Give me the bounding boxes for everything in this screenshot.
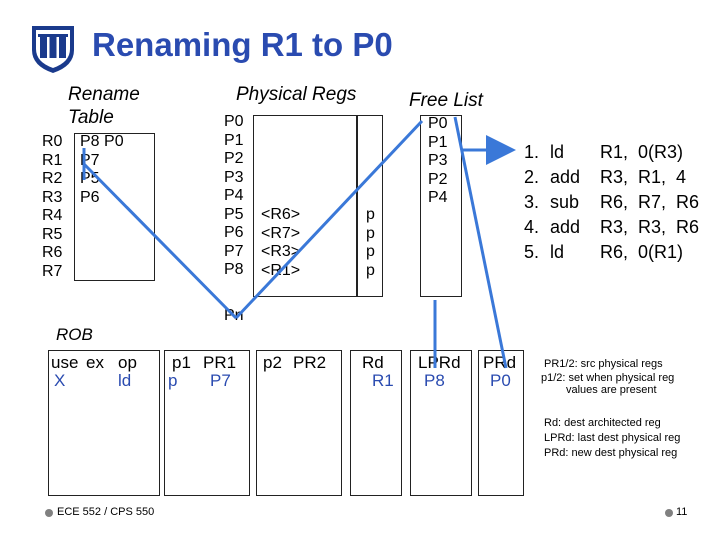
rename-entry: P8 P0 bbox=[80, 133, 124, 150]
rob-header-p2: p2 bbox=[263, 353, 282, 372]
free-list-entry: P3 bbox=[428, 152, 448, 169]
rob-header-use: use bbox=[51, 353, 79, 372]
arch-reg-label: R7 bbox=[42, 262, 63, 280]
note-p12: p1/2: set when physical reg bbox=[541, 372, 675, 384]
physical-reg-values: <R6> <R7> <R3> <R1> bbox=[261, 206, 300, 280]
present-bit: p bbox=[366, 243, 375, 260]
note-prd: PRd: new dest physical reg bbox=[544, 447, 678, 459]
rename-table-box bbox=[74, 133, 155, 281]
free-list-box bbox=[420, 115, 462, 297]
phys-reg-label: P5 bbox=[224, 205, 244, 223]
free-list-heading: Free List bbox=[409, 90, 483, 111]
note-p12-cont: values are present bbox=[566, 384, 657, 396]
physical-reg-names: P0 P1 P2 P3 P4 P5 P6 P7 P8 bbox=[224, 113, 244, 280]
rob-header-op: op bbox=[118, 353, 137, 372]
rob-header-rd: Rd bbox=[362, 353, 384, 372]
slide-title: Renaming R1 to P0 bbox=[92, 26, 393, 63]
rob-header-prd: PRd bbox=[483, 353, 517, 372]
note-lprd: LPRd: last dest physical reg bbox=[544, 432, 681, 444]
phys-reg-value: <R3> bbox=[261, 243, 301, 260]
rob-entry-use: X bbox=[54, 371, 66, 390]
present-bit: p bbox=[366, 261, 375, 279]
rename-table-heading-2: Table bbox=[68, 107, 114, 128]
phys-reg-label: P2 bbox=[224, 150, 244, 167]
arch-reg-label: R4 bbox=[42, 207, 63, 224]
rob-lprd-column bbox=[410, 350, 472, 496]
phys-reg-value: <R7> bbox=[261, 224, 301, 242]
pn-to-rename-arrow bbox=[82, 162, 238, 320]
free-list-entry: P1 bbox=[428, 133, 448, 151]
phys-reg-label: P4 bbox=[224, 187, 244, 204]
rob-entry-lprd: P8 bbox=[424, 371, 445, 390]
rob-entry-prd: P0 bbox=[490, 371, 511, 390]
footer-bullet-icon bbox=[45, 509, 53, 517]
free-list-entry: P2 bbox=[428, 170, 448, 188]
rename-entry: P6 bbox=[80, 188, 100, 206]
rob-op-column bbox=[48, 350, 160, 496]
rename-table-heading-1: Rename bbox=[68, 84, 140, 105]
rob-header-pr2: PR2 bbox=[293, 353, 327, 372]
note-rd: Rd: dest architected reg bbox=[544, 417, 661, 429]
physical-regs-present-box bbox=[357, 115, 383, 297]
free-list-entries: P0 P1 P3 P2 P4 bbox=[428, 115, 448, 208]
note-pr12: PR1/2: src physical regs bbox=[544, 358, 663, 370]
phys-reg-label: P1 bbox=[224, 131, 244, 149]
rob-header-lprd: LPRd bbox=[418, 353, 461, 372]
rob-src2-column bbox=[256, 350, 342, 496]
phys-reg-label: P3 bbox=[224, 168, 244, 186]
physical-regs-heading: Physical Regs bbox=[236, 84, 357, 105]
pn-to-free-list-arrow bbox=[234, 119, 424, 320]
arch-reg-label: R2 bbox=[42, 170, 63, 187]
arch-reg-label: R3 bbox=[42, 188, 63, 206]
arch-reg-label: R0 bbox=[42, 133, 63, 150]
arch-reg-label: R6 bbox=[42, 244, 63, 261]
footer-course: ECE 552 / CPS 550 bbox=[57, 506, 155, 518]
rob-src1-column bbox=[164, 350, 250, 496]
rename-table-reg-labels: R0 R1 R2 R3 R4 R5 R6 R7 bbox=[42, 133, 62, 281]
present-bit: p bbox=[366, 206, 375, 223]
page-number-bullet-icon bbox=[665, 509, 673, 517]
university-shield-logo bbox=[30, 24, 76, 74]
phys-reg-label: P8 bbox=[224, 261, 244, 278]
free-list-entry: P4 bbox=[428, 189, 448, 206]
arch-reg-label: R1 bbox=[42, 151, 63, 169]
phys-reg-label: P6 bbox=[224, 224, 244, 241]
rob-rd-column bbox=[350, 350, 402, 496]
physical-regs-value-box bbox=[253, 115, 357, 297]
rob-entry-op: ld bbox=[118, 371, 132, 390]
phys-reg-label: P7 bbox=[224, 242, 244, 260]
rob-entry-pr1: P7 bbox=[210, 371, 231, 390]
present-bit: p bbox=[366, 224, 375, 242]
rob-entry-rd: R1 bbox=[372, 371, 394, 390]
free-list-to-prd-arrow bbox=[453, 116, 508, 369]
phys-reg-value: <R6> bbox=[261, 206, 301, 223]
rob-header-p1: p1 bbox=[172, 353, 191, 372]
free-list-entry: P0 bbox=[428, 115, 448, 132]
rob-header-ex: ex bbox=[86, 353, 104, 372]
page-number: 11 bbox=[676, 506, 688, 518]
rob-label: ROB bbox=[56, 325, 93, 344]
arch-reg-label: R5 bbox=[42, 225, 63, 243]
rob-entry-p1: p bbox=[168, 371, 178, 390]
rob-header-pr1: PR1 bbox=[203, 353, 237, 372]
physical-reg-present-bits: p p p p bbox=[366, 206, 375, 280]
phys-reg-label: P0 bbox=[224, 113, 244, 130]
